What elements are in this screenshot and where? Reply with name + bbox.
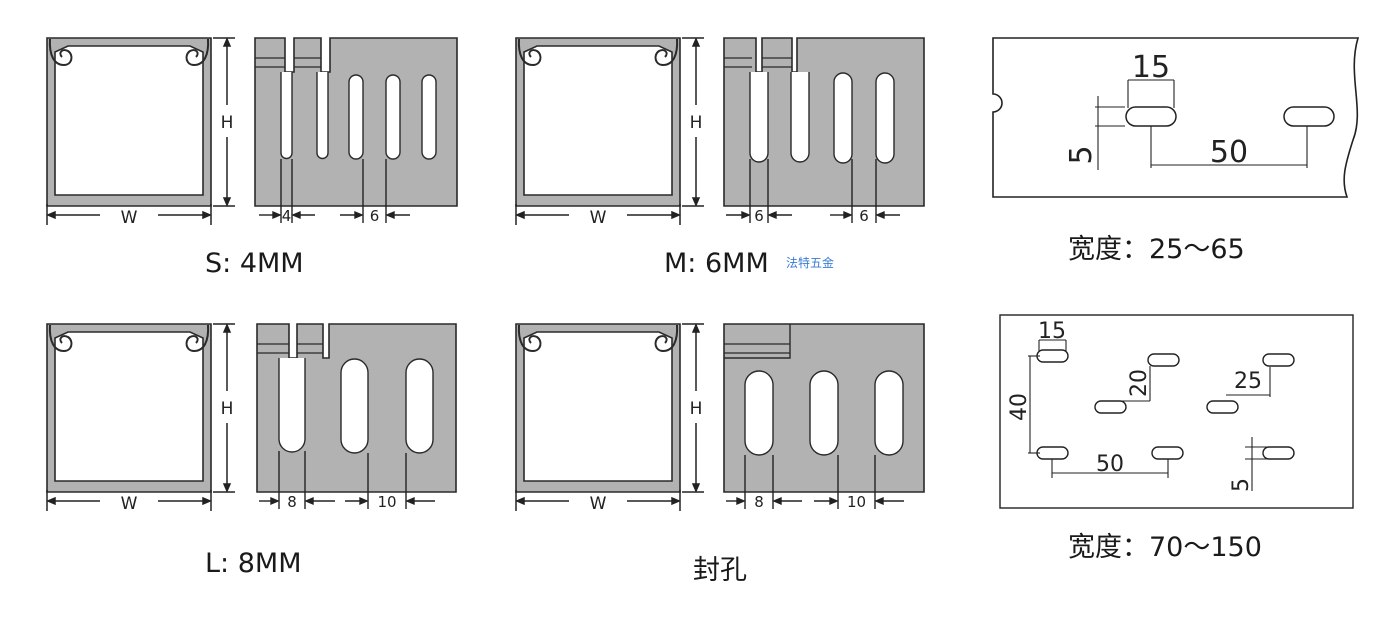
watermark: 法特五金 xyxy=(786,256,835,270)
dim-height-5: 5 xyxy=(1229,478,1254,492)
slot-gap-label: 6 xyxy=(370,207,380,225)
holes xyxy=(1125,106,1335,127)
dim-offset-25: 25 xyxy=(1234,369,1262,394)
panel-l-cross-section: W H xyxy=(46,323,235,514)
dim-width-15: 15 xyxy=(1038,319,1066,344)
duct-profile xyxy=(46,323,212,493)
slot-width-label: 8 xyxy=(754,493,764,511)
h-label: H xyxy=(690,113,703,133)
panel-m-cross-section: W H xyxy=(515,37,704,228)
hole-pattern-wide: 15 40 20 25 50 5 xyxy=(999,314,1354,509)
caption-width-70-150: 宽度：70～150 xyxy=(1068,532,1262,563)
dim-height-5: 5 xyxy=(1064,145,1099,164)
caption-s-4mm: S: 4MM xyxy=(205,248,304,279)
holes xyxy=(1036,349,1295,460)
strip-outline xyxy=(999,314,1354,509)
slots xyxy=(278,358,434,454)
right-clip xyxy=(654,38,679,67)
left-clip xyxy=(517,324,542,353)
w-label: W xyxy=(590,494,607,514)
duct-profile xyxy=(515,37,681,207)
panel-sealed-slot-view: 8 10 xyxy=(723,323,925,511)
panel-s-slot-view: 4 6 xyxy=(254,37,458,225)
duct-profile xyxy=(46,37,212,207)
h-label: H xyxy=(221,113,234,133)
left-clip xyxy=(48,324,73,353)
dim-width-15: 15 xyxy=(1132,50,1170,85)
caption-m-6mm: M: 6MM xyxy=(664,248,769,279)
left-clip xyxy=(48,38,73,67)
duct-profile xyxy=(515,323,681,493)
caption-l-8mm: L: 8MM xyxy=(205,548,302,579)
right-clip xyxy=(185,324,210,353)
slot-width-label: 8 xyxy=(287,493,297,511)
right-clip xyxy=(185,38,210,67)
hole-pattern-narrow: 15 50 5 xyxy=(992,37,1360,198)
w-label: W xyxy=(590,208,607,228)
dim-pitch-50: 50 xyxy=(1096,452,1124,477)
slot-width-label: 4 xyxy=(282,207,292,225)
right-clip xyxy=(654,324,679,353)
h-label: H xyxy=(221,399,234,419)
slots xyxy=(280,72,437,160)
panel-l-slot-view: 8 10 xyxy=(256,323,457,511)
dim-pitch-50: 50 xyxy=(1210,135,1248,170)
slot-gap-label: 10 xyxy=(377,493,396,511)
slot-gap-label: 6 xyxy=(859,207,869,225)
dim-offset-20: 20 xyxy=(1127,369,1152,397)
h-label: H xyxy=(690,399,703,419)
left-clip xyxy=(517,38,542,67)
w-label: W xyxy=(121,494,138,514)
holes xyxy=(744,370,904,456)
slots xyxy=(749,72,895,164)
panel-s-cross-section: W H xyxy=(46,37,235,228)
dim-row-40: 40 xyxy=(1007,393,1032,421)
panel-m-slot-view: 6 6 xyxy=(723,37,925,225)
caption-width-25-65: 宽度：25～65 xyxy=(1068,234,1245,265)
slot-gap-label: 10 xyxy=(847,493,866,511)
w-label: W xyxy=(121,208,138,228)
panel-sealed-cross-section: W H xyxy=(515,323,704,514)
caption-sealed: 封孔 xyxy=(693,555,747,586)
slot-width-label: 6 xyxy=(754,207,764,225)
